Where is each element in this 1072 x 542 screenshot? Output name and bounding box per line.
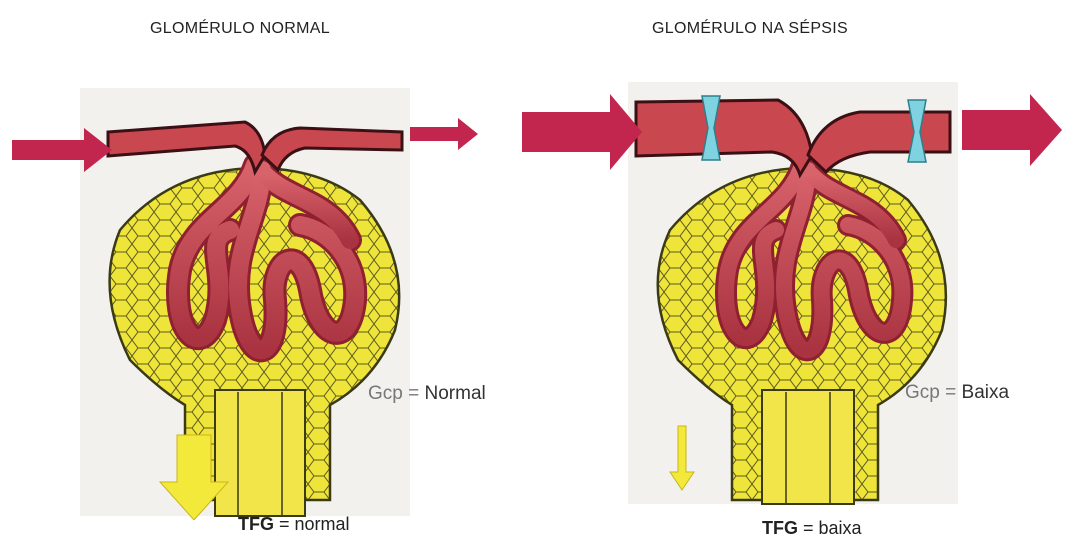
gcp-value: Baixa	[962, 382, 1010, 403]
tfg-key: TFG	[762, 518, 798, 538]
inflow-arrow-icon	[522, 94, 642, 170]
gcp-key: Gcp =	[905, 382, 956, 403]
gcp-value: Normal	[425, 383, 486, 404]
title-normal-glomerulus: GLOMÉRULO NORMAL	[150, 20, 330, 38]
normal-glomerulus-illustration	[0, 60, 500, 520]
outflow-arrow-icon	[410, 118, 478, 150]
sepsis-glomerulus-illustration	[510, 60, 1072, 520]
outflow-arrow-icon	[962, 94, 1062, 166]
gcp-normal-label: Gcp = Normal	[368, 383, 486, 405]
proximal-tubule	[762, 390, 854, 504]
gcp-key: Gcp =	[368, 383, 419, 404]
tfg-normal-caption: TFG = normal	[238, 514, 350, 535]
tfg-value: = normal	[279, 514, 350, 534]
tfg-value: = baixa	[803, 518, 862, 538]
tfg-key: TFG	[238, 514, 274, 534]
proximal-tubule	[215, 390, 305, 516]
title-sepsis-glomerulus: GLOMÉRULO NA SÉPSIS	[652, 20, 848, 38]
gcp-sepsis-label: Gcp = Baixa	[905, 382, 1009, 404]
tfg-sepsis-caption: TFG = baixa	[762, 518, 862, 539]
